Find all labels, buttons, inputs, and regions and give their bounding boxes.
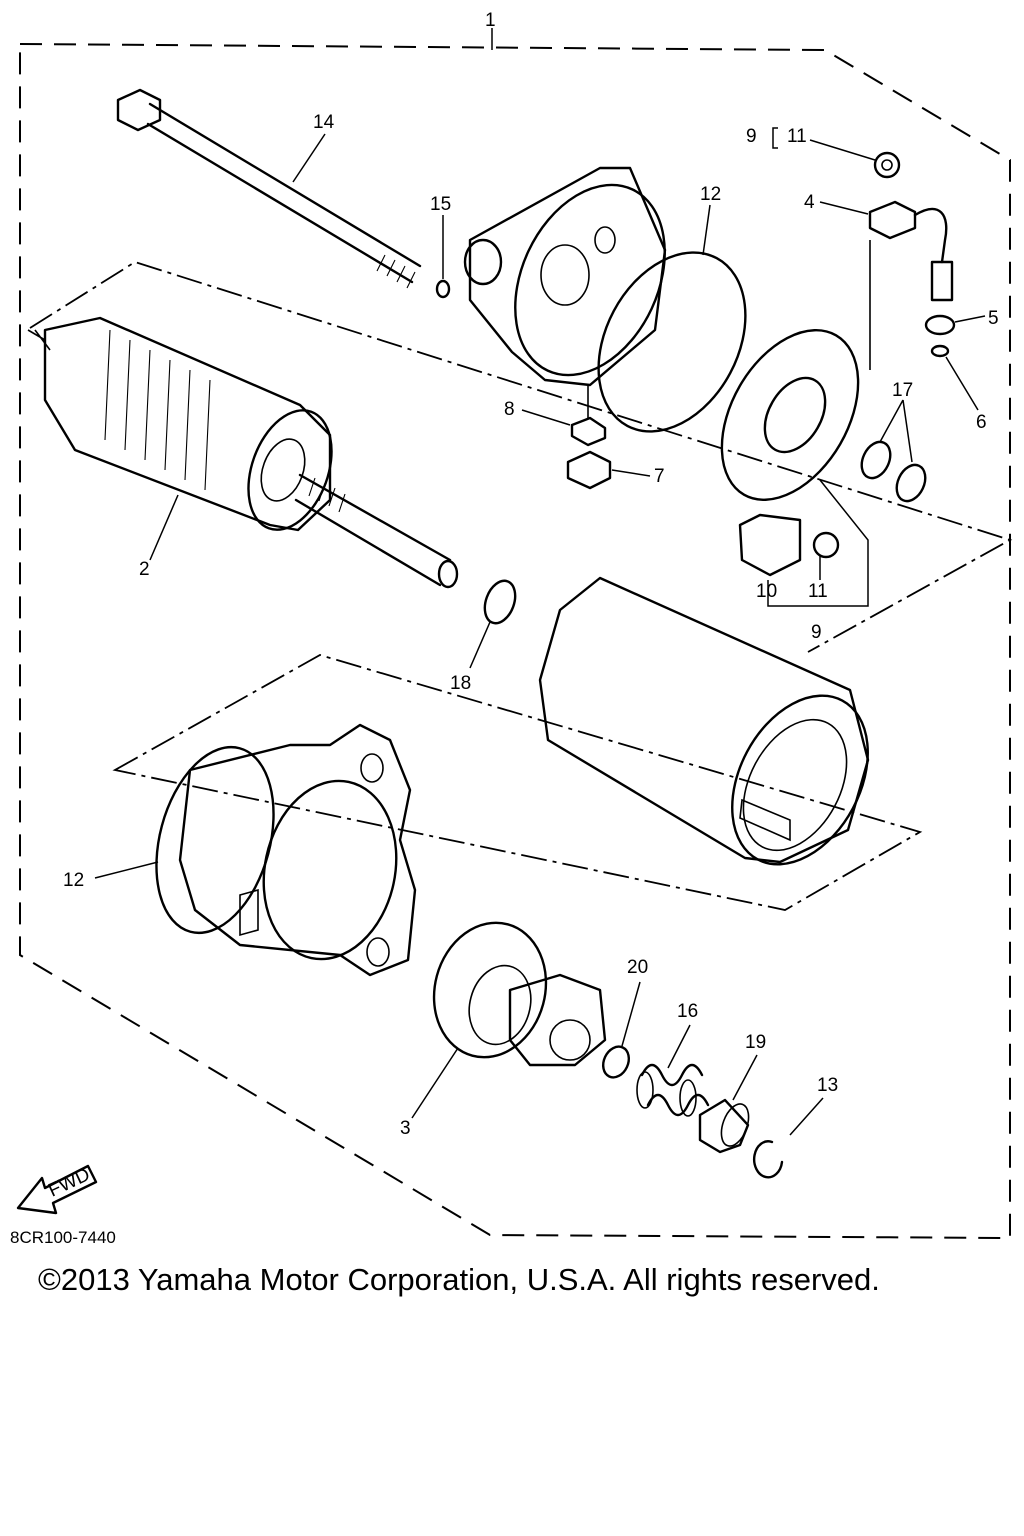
circlip-part-13: [753, 1140, 784, 1179]
callout-3: 3: [400, 1118, 411, 1139]
callout-18: 18: [450, 673, 471, 694]
callout-9: 9: [746, 126, 757, 147]
fwd-arrow-icon: FWD: [16, 1164, 98, 1215]
collar-part-19: [698, 1054, 758, 1154]
copyright-text: ©2013 Yamaha Motor Corporation, U.S.A. A…: [38, 1262, 880, 1297]
pinion-clutch-part-3: [411, 921, 607, 1119]
callout-2: 2: [139, 559, 150, 580]
callout-14: 14: [313, 112, 335, 133]
brush-plate: [720, 240, 871, 501]
bracket-9-11: [772, 127, 778, 149]
armature-part-2: [27, 316, 459, 589]
assembly-frame: [19, 42, 1011, 1240]
exploded-parts-diagram: FWD 1 14 15 12 9 11 4 5 6 17 8 7 2 10 11…: [16, 10, 1013, 1240]
callout-labels: 1 14 15 12 9 11 4 5 6 17 8 7 2 10 11 9 1…: [63, 10, 999, 1139]
callout-11b: 11: [808, 581, 828, 602]
yoke-housing: [538, 576, 870, 866]
callout-17: 17: [892, 380, 913, 401]
callout-1: 1: [485, 10, 496, 31]
callout-5: 5: [988, 308, 999, 329]
callout-8: 8: [504, 399, 515, 420]
callout-19: 19: [745, 1032, 766, 1053]
callout-15: 15: [430, 194, 451, 215]
brush-spring-part-11-top: [809, 139, 901, 179]
section-plane-upper: [29, 261, 1013, 653]
ring-part-20: [601, 1045, 631, 1079]
rear-cover: [463, 166, 667, 387]
callout-7: 7: [654, 466, 665, 487]
brush-lead-part-4: [819, 200, 954, 302]
washers-part-17: [860, 399, 927, 503]
spring-part-16: [636, 1024, 710, 1117]
callout-20: 20: [627, 957, 648, 978]
nut-part-7: [566, 450, 651, 490]
nut-part-8: [521, 385, 607, 447]
callout-12: 12: [700, 184, 721, 205]
callout-6: 6: [976, 412, 987, 433]
through-bolt-part-14: [116, 88, 422, 289]
callout-12b: 12: [63, 870, 84, 891]
washer-part-5: [924, 314, 956, 336]
diagram-code: 8CR100-7440: [10, 1228, 116, 1247]
brush-holder-part-10: [738, 479, 869, 607]
callout-16: 16: [677, 1001, 698, 1022]
callout-13: 13: [817, 1075, 838, 1096]
callout-10: 10: [756, 581, 777, 602]
section-plane-lower: [112, 654, 923, 911]
callout-9b: 9: [811, 622, 822, 643]
oring-part-6: [930, 344, 950, 358]
oring-part-15: [435, 279, 451, 299]
callout-4: 4: [804, 192, 815, 213]
washer-part-18: [483, 579, 517, 625]
gasket-part-12-upper: [597, 251, 747, 433]
callout-11: 11: [787, 126, 807, 147]
front-cover-bracket: [178, 723, 417, 977]
